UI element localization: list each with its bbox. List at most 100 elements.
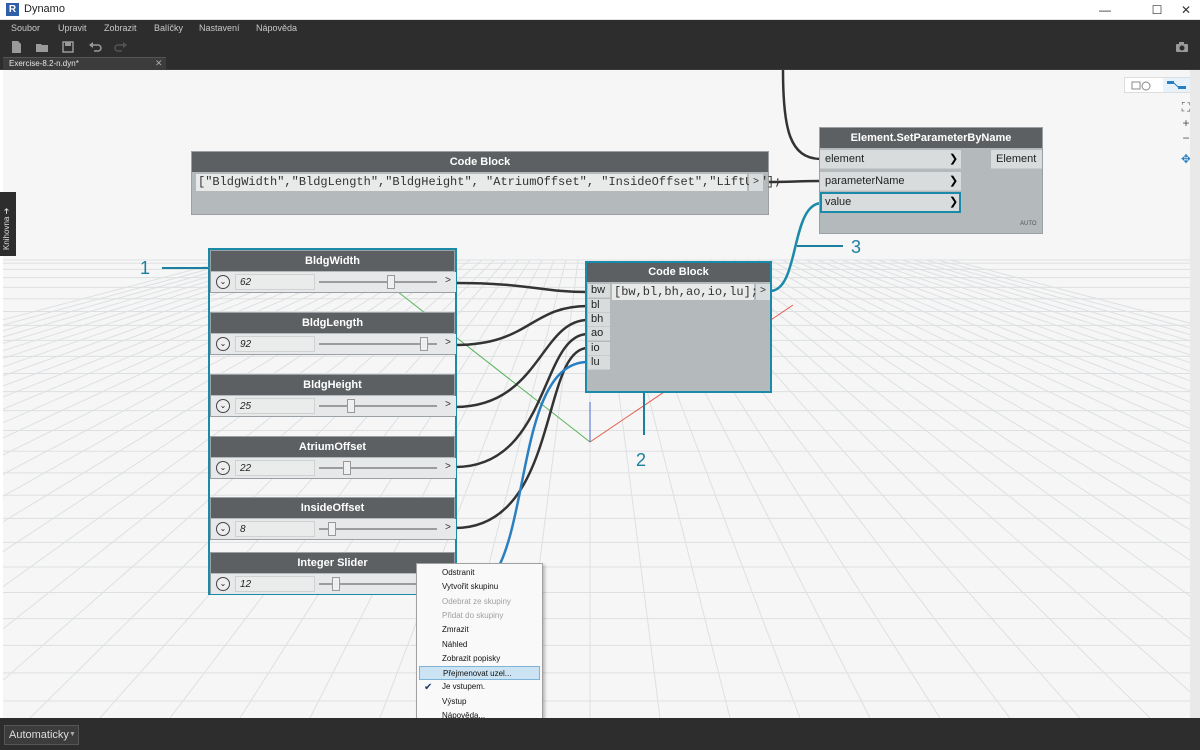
input-port-value[interactable]: value ❯ (820, 192, 961, 213)
menu-help[interactable]: Nápověda (256, 23, 298, 33)
context-menu-item[interactable]: Odstranit (419, 566, 540, 580)
run-mode-dropdown[interactable]: Automaticky ▼ (4, 725, 79, 745)
slider-track[interactable] (319, 583, 437, 585)
menu-bar: Soubor Upravit Zobrazit Balíčky Nastaven… (0, 20, 1200, 38)
code-text[interactable]: ["BldgWidth","BldgLength","BldgHeight", … (198, 175, 782, 189)
context-menu-item[interactable]: Zmrazit (419, 623, 540, 637)
expand-slider-icon[interactable]: ⌄ (216, 522, 230, 536)
close-tab-icon[interactable]: ✕ (155, 58, 163, 68)
menu-item-label: Výstup (442, 696, 467, 706)
close-window-button[interactable]: ✕ (1180, 3, 1192, 17)
context-menu-item[interactable]: Zobrazit popisky (419, 652, 540, 666)
input-port-bw[interactable]: bw (588, 284, 610, 298)
minimize-button[interactable]: — (1099, 3, 1111, 17)
code-block-parameter-names[interactable]: Code Block ["BldgWidth","BldgLength","Bl… (191, 151, 781, 215)
title-bar: R Dynamo — ☐ ✕ (0, 0, 1200, 20)
new-file-icon[interactable] (9, 40, 23, 54)
port-label: Element (996, 153, 1037, 165)
output-port[interactable]: > (444, 400, 451, 411)
vertical-scrollbar[interactable] (1190, 70, 1200, 718)
slider-thumb[interactable] (343, 461, 352, 475)
camera-icon[interactable] (1175, 40, 1189, 54)
input-port-lu[interactable]: lu (588, 356, 610, 370)
code-editor[interactable]: [bw,bl,bh,ao,io,lu]; (612, 284, 758, 300)
code-block-list[interactable]: Code Block bw bl bh ao io lu [bw,bl,bh,a… (585, 261, 772, 393)
3d-preview-icon[interactable] (1131, 80, 1155, 91)
expand-slider-icon[interactable]: ⌄ (216, 577, 230, 591)
input-port-io[interactable]: io (588, 342, 610, 356)
output-port[interactable]: > (444, 276, 451, 287)
output-port-element[interactable]: Element (991, 150, 1042, 169)
input-port-bh[interactable]: bh (588, 313, 610, 327)
context-menu-item[interactable]: Nápověda... (419, 709, 540, 723)
code-text[interactable]: [bw,bl,bh,ao,io,lu]; (614, 285, 759, 299)
slider-value-field[interactable]: 62 (235, 274, 315, 290)
expand-slider-icon[interactable]: ⌄ (216, 275, 230, 289)
menu-packages[interactable]: Balíčky (154, 23, 184, 33)
zoom-fit-icon[interactable]: ⛶ (1181, 100, 1191, 114)
code-editor[interactable]: ["BldgWidth","BldgLength","BldgHeight", … (196, 174, 781, 191)
input-port-ao[interactable]: ao (588, 327, 610, 341)
output-port[interactable]: > (444, 523, 451, 534)
undo-icon[interactable] (88, 40, 102, 54)
zoom-in-icon[interactable]: + (1182, 116, 1190, 130)
graph-view-toggle[interactable] (1163, 78, 1190, 92)
slider-value-field[interactable]: 8 (235, 521, 315, 537)
open-icon[interactable] (35, 40, 49, 54)
slider-track[interactable] (319, 405, 437, 407)
output-port[interactable]: > (444, 462, 451, 473)
expand-slider-icon[interactable]: ⌄ (216, 337, 230, 351)
slider-value-field[interactable]: 25 (235, 398, 315, 414)
output-port[interactable]: > (444, 338, 451, 349)
slider-node[interactable]: AtriumOffset⌄22> (210, 436, 456, 479)
slider-track[interactable] (319, 281, 437, 283)
context-menu-item[interactable]: Vytvořit skupinu (419, 580, 540, 594)
context-menu-item[interactable]: Přejmenovat uzel... (419, 666, 540, 681)
context-menu-item[interactable]: Výstup (419, 695, 540, 709)
zoom-out-icon[interactable]: − (1182, 131, 1190, 145)
output-port[interactable]: > (749, 174, 763, 191)
library-tab[interactable]: Knihovna ➔ (0, 192, 16, 256)
context-menu-item[interactable]: Náhled (419, 638, 540, 652)
slider-value-field[interactable]: 12 (235, 576, 315, 592)
redo-icon[interactable] (114, 40, 128, 54)
input-port-parameter-name[interactable]: parameterName ❯ (820, 172, 961, 191)
slider-node[interactable]: BldgWidth⌄62> (210, 250, 456, 293)
slider-node[interactable]: BldgLength⌄92> (210, 312, 456, 355)
slider-row: ⌄12> (211, 574, 456, 594)
toolbar (0, 38, 1200, 57)
tab-exercise-file[interactable]: Exercise-8.2-n.dyn* ✕ (3, 57, 166, 70)
slider-value-field[interactable]: 92 (235, 336, 315, 352)
slider-thumb[interactable] (420, 337, 429, 351)
slider-track[interactable] (319, 467, 437, 469)
pan-icon[interactable]: ✥ (1180, 152, 1192, 166)
slider-value-field[interactable]: 22 (235, 460, 315, 476)
slider-node[interactable]: InsideOffset⌄8> (210, 497, 456, 540)
menu-edit[interactable]: Upravit (58, 23, 87, 33)
menu-settings[interactable]: Nastavení (199, 23, 240, 33)
input-port-bl[interactable]: bl (588, 299, 610, 313)
menu-file[interactable]: Soubor (11, 23, 41, 33)
slider-node[interactable]: Integer Slider⌄12> (210, 552, 456, 594)
wire-lu-selected (492, 360, 589, 576)
slider-thumb[interactable] (327, 522, 336, 536)
context-menu-item[interactable]: Je vstupem.✔ (419, 680, 540, 694)
output-port[interactable]: > (756, 284, 770, 300)
set-parameter-by-name-node[interactable]: Element.SetParameterByName element ❯ par… (819, 127, 1043, 234)
slider-node[interactable]: BldgHeight⌄25> (210, 374, 456, 417)
menu-item-label: Odstranit (442, 568, 475, 577)
slider-thumb[interactable] (332, 577, 341, 591)
wire-bl (454, 304, 589, 347)
view-toggle[interactable] (1124, 77, 1190, 93)
slider-track[interactable] (319, 528, 437, 530)
save-icon[interactable] (61, 40, 75, 54)
slider-thumb[interactable] (387, 275, 396, 289)
input-port-element[interactable]: element ❯ (820, 150, 961, 169)
slider-thumb[interactable] (346, 399, 355, 413)
slider-track[interactable] (319, 343, 437, 345)
expand-slider-icon[interactable]: ⌄ (216, 461, 230, 475)
maximize-button[interactable]: ☐ (1151, 3, 1163, 17)
menu-view[interactable]: Zobrazit (104, 23, 137, 33)
expand-slider-icon[interactable]: ⌄ (216, 399, 230, 413)
